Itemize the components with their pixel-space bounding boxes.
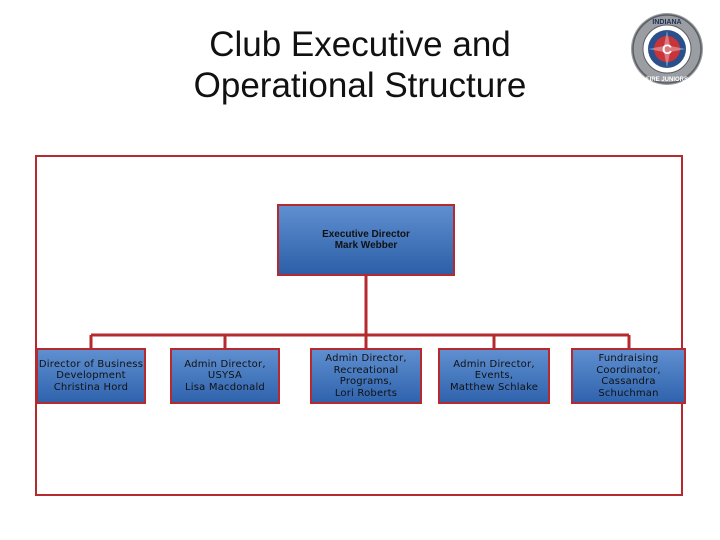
- report-box-events: Admin Director, Events, Matthew Schlake: [438, 348, 550, 404]
- report-line: Cassandra: [601, 376, 656, 387]
- logo-emblem-letter: C: [662, 41, 672, 57]
- report-line: Lori Roberts: [334, 387, 398, 399]
- report-line: Lisa Macdonald: [185, 381, 265, 393]
- report-line: Schuchman: [598, 387, 659, 399]
- page-title: Club Executive and Operational Structure: [120, 24, 600, 107]
- title-line-2: Operational Structure: [193, 66, 527, 106]
- report-box-business-development: Director of Business Development Christi…: [36, 348, 146, 404]
- report-line: Coordinator,: [596, 364, 661, 376]
- report-line: Matthew Schlake: [449, 381, 539, 393]
- report-line: Director of Business: [38, 358, 144, 370]
- org-chart-frame: [35, 155, 683, 496]
- logo-bottom-text: FIRE JUNIORS: [646, 77, 688, 83]
- report-line: USYSA: [207, 370, 243, 382]
- report-box-usysa: Admin Director, USYSA Lisa Macdonald: [170, 348, 280, 404]
- logo-top-text: INDIANA: [652, 19, 681, 26]
- executive-role: Executive Director: [322, 229, 410, 240]
- report-line: Events,: [474, 370, 514, 382]
- report-line: Fundraising: [598, 353, 659, 364]
- title-line-1: Club Executive and: [209, 25, 511, 64]
- report-line: Christina Hord: [53, 381, 129, 393]
- report-line: Recreational: [333, 364, 399, 376]
- club-logo-icon: C INDIANA FIRE JUNIORS: [631, 13, 703, 85]
- executive-name: Mark Webber: [334, 240, 398, 251]
- report-box-recreational-programs: Admin Director, Recreational Programs, L…: [310, 348, 422, 404]
- report-line: Admin Director,: [325, 353, 407, 364]
- report-line: Admin Director,: [453, 358, 535, 370]
- report-line: Programs,: [339, 376, 393, 387]
- executive-director-box: Executive Director Mark Webber: [277, 204, 455, 276]
- report-line: Admin Director,: [184, 358, 266, 370]
- report-line: Development: [56, 370, 126, 382]
- report-box-fundraising: Fundraising Coordinator, Cassandra Schuc…: [571, 348, 686, 404]
